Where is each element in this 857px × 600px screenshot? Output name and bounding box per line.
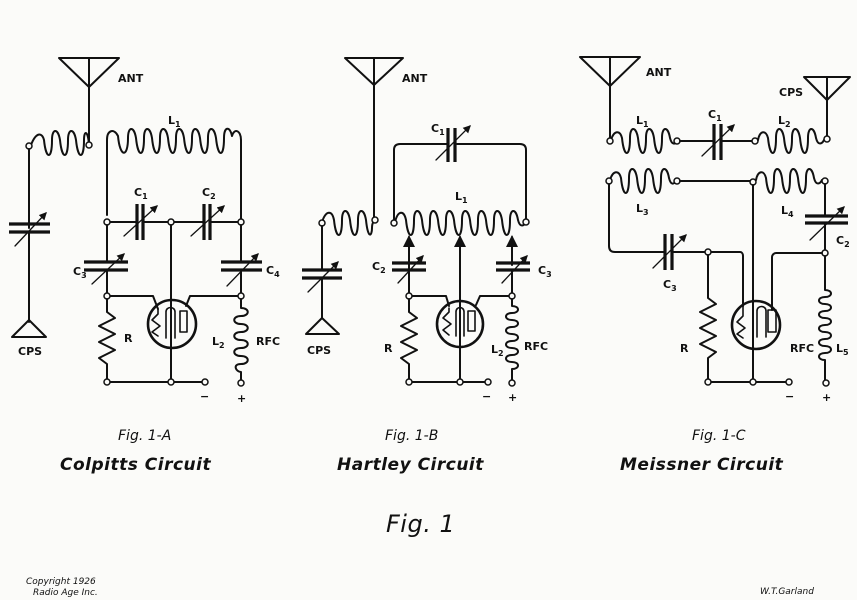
colpitts-circuit: ANT CPS L1 C1 — [9, 57, 280, 405]
antenna-coil — [25, 130, 93, 156]
coil-l4 — [755, 168, 823, 194]
ground-cps-icon — [11, 319, 47, 338]
label-c2: C2 — [202, 186, 216, 201]
resistor-r — [98, 298, 116, 383]
label-plus: + — [508, 391, 517, 404]
label-l1: L1 — [168, 114, 181, 129]
meissner-circuit: ANT CPS L1 C1 L2 L3 L4 — [579, 56, 851, 404]
label-l2: L2 — [778, 114, 791, 129]
rfc-choke-l2 — [505, 298, 519, 381]
label-rfc: RFC — [790, 342, 814, 355]
variable-capacitor-c1 — [435, 125, 471, 162]
copyright-line-1: Copyright 1926 — [26, 577, 96, 587]
antenna-cps-icon — [803, 76, 851, 138]
label-plus: + — [822, 391, 831, 404]
label-l2: L2 — [212, 335, 225, 350]
resistor-r — [699, 254, 717, 383]
label-rfc: RFC — [256, 335, 280, 348]
label-ant: ANT — [402, 72, 428, 85]
coil-l3 — [609, 168, 677, 194]
label-c4: C4 — [266, 264, 280, 279]
antenna-icon — [579, 56, 641, 140]
label-l4: L4 — [781, 204, 794, 219]
coil-l1 — [106, 127, 242, 223]
label-c2: C2 — [836, 234, 850, 249]
vacuum-tube-icon — [106, 295, 242, 350]
title-colpitts: Colpitts Circuit — [60, 455, 211, 475]
label-minus: − — [785, 390, 794, 403]
antenna-icon — [58, 57, 120, 146]
label-l5: L5 — [836, 342, 849, 357]
label-r: R — [384, 342, 393, 355]
coil-l2 — [757, 128, 825, 154]
resistor-r — [400, 298, 418, 383]
label-l2: L2 — [491, 343, 504, 358]
vacuum-tube-icon — [408, 295, 513, 349]
author-signature: W.T.Garland — [760, 587, 814, 597]
label-minus: − — [482, 390, 491, 403]
label-c3: C3 — [73, 265, 87, 280]
label-minus: − — [200, 390, 209, 403]
label-rfc: RFC — [524, 340, 548, 353]
antenna-coil — [321, 210, 375, 236]
label-c2: C2 — [372, 260, 386, 275]
label-l3: L3 — [636, 202, 649, 217]
hartley-circuit: ANT CPS C1 L1 — [302, 57, 552, 404]
label-cps: CPS — [779, 86, 803, 99]
coil-l1 — [610, 128, 678, 154]
label-ant: ANT — [118, 72, 144, 85]
label-l1: L1 — [636, 114, 649, 129]
label-r: R — [680, 342, 689, 355]
label-c3: C3 — [538, 264, 552, 279]
label-ant: ANT — [646, 66, 672, 79]
copyright-line-2: Radio Age Inc. — [33, 588, 98, 598]
fig-label-1b: Fig. 1-B — [385, 428, 438, 444]
variable-capacitor-c1 — [123, 204, 158, 240]
label-c1: C1 — [134, 186, 148, 201]
vacuum-tube-icon — [730, 299, 782, 351]
label-c1: C1 — [431, 122, 445, 137]
label-l1: L1 — [455, 190, 468, 205]
label-plus: + — [237, 392, 246, 405]
variable-capacitor-c2 — [805, 206, 848, 241]
rfc-choke-l5 — [818, 255, 832, 381]
label-r: R — [124, 332, 133, 345]
title-meissner: Meissner Circuit — [620, 455, 784, 475]
main-figure-caption: Fig. 1 — [386, 510, 455, 538]
fig-label-1a: Fig. 1-A — [118, 428, 171, 444]
fig-label-1c: Fig. 1-C — [692, 428, 746, 444]
title-hartley: Hartley Circuit — [337, 455, 484, 475]
coil-l1 — [394, 210, 527, 236]
variable-capacitor-c2 — [190, 204, 225, 240]
label-c3: C3 — [663, 278, 677, 293]
ground-cps-icon — [305, 317, 340, 335]
label-c1: C1 — [708, 108, 722, 123]
label-cps: CPS — [18, 345, 42, 358]
label-cps: CPS — [307, 344, 331, 357]
rfc-choke-l2 — [233, 298, 249, 381]
antenna-icon — [344, 57, 404, 221]
